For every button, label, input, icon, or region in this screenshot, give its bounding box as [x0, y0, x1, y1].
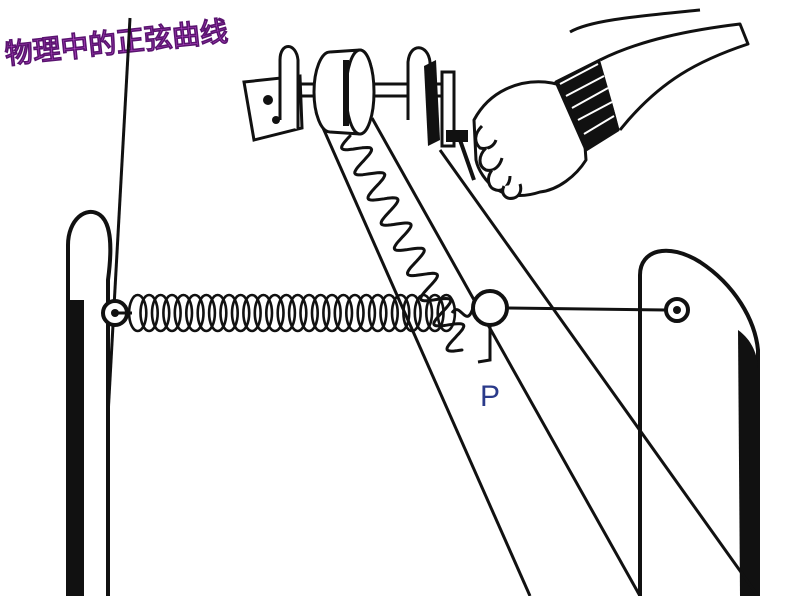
moving-paper-strip [314, 111, 760, 596]
page-title: 物理中的正弦曲线 [3, 15, 229, 71]
spring-coil [127, 293, 148, 333]
pen-stylus [477, 325, 492, 364]
spring-coil [310, 293, 331, 333]
spring-coil [402, 293, 422, 333]
spring-coil [436, 293, 457, 333]
spring-coil [276, 293, 297, 333]
spring-coil [230, 293, 251, 333]
connecting-wire [506, 306, 667, 312]
spring-coil [424, 293, 445, 333]
right-support-stand [638, 248, 760, 596]
spring-coil [367, 293, 388, 333]
spring-coil [139, 293, 160, 333]
point-label-p: P [480, 380, 500, 413]
spring-coil [356, 293, 377, 333]
spring-coil [379, 293, 400, 333]
spring-coil [413, 293, 434, 333]
spring-coil [162, 293, 182, 333]
spring-coil [287, 293, 308, 333]
spring-coil [299, 293, 320, 333]
spring-coil [196, 293, 217, 333]
horizontal-spring [115, 293, 475, 333]
spring-coil [253, 293, 274, 333]
spring-coil [390, 293, 411, 333]
spring-coil [333, 293, 354, 333]
spring-coil [207, 293, 228, 333]
spring-coil [150, 293, 171, 333]
left-support-stand [66, 209, 129, 596]
oscillating-ball [471, 289, 509, 327]
spring-coil [173, 293, 194, 333]
spring-coil [219, 293, 240, 333]
hand-turning-crank [472, 8, 750, 200]
spring-coil [344, 293, 365, 333]
spring-coil [264, 293, 285, 333]
spring-coil [322, 293, 342, 333]
spring-coil [184, 293, 205, 333]
roller-drum-assembly [242, 45, 476, 181]
spring-coil [242, 293, 262, 333]
